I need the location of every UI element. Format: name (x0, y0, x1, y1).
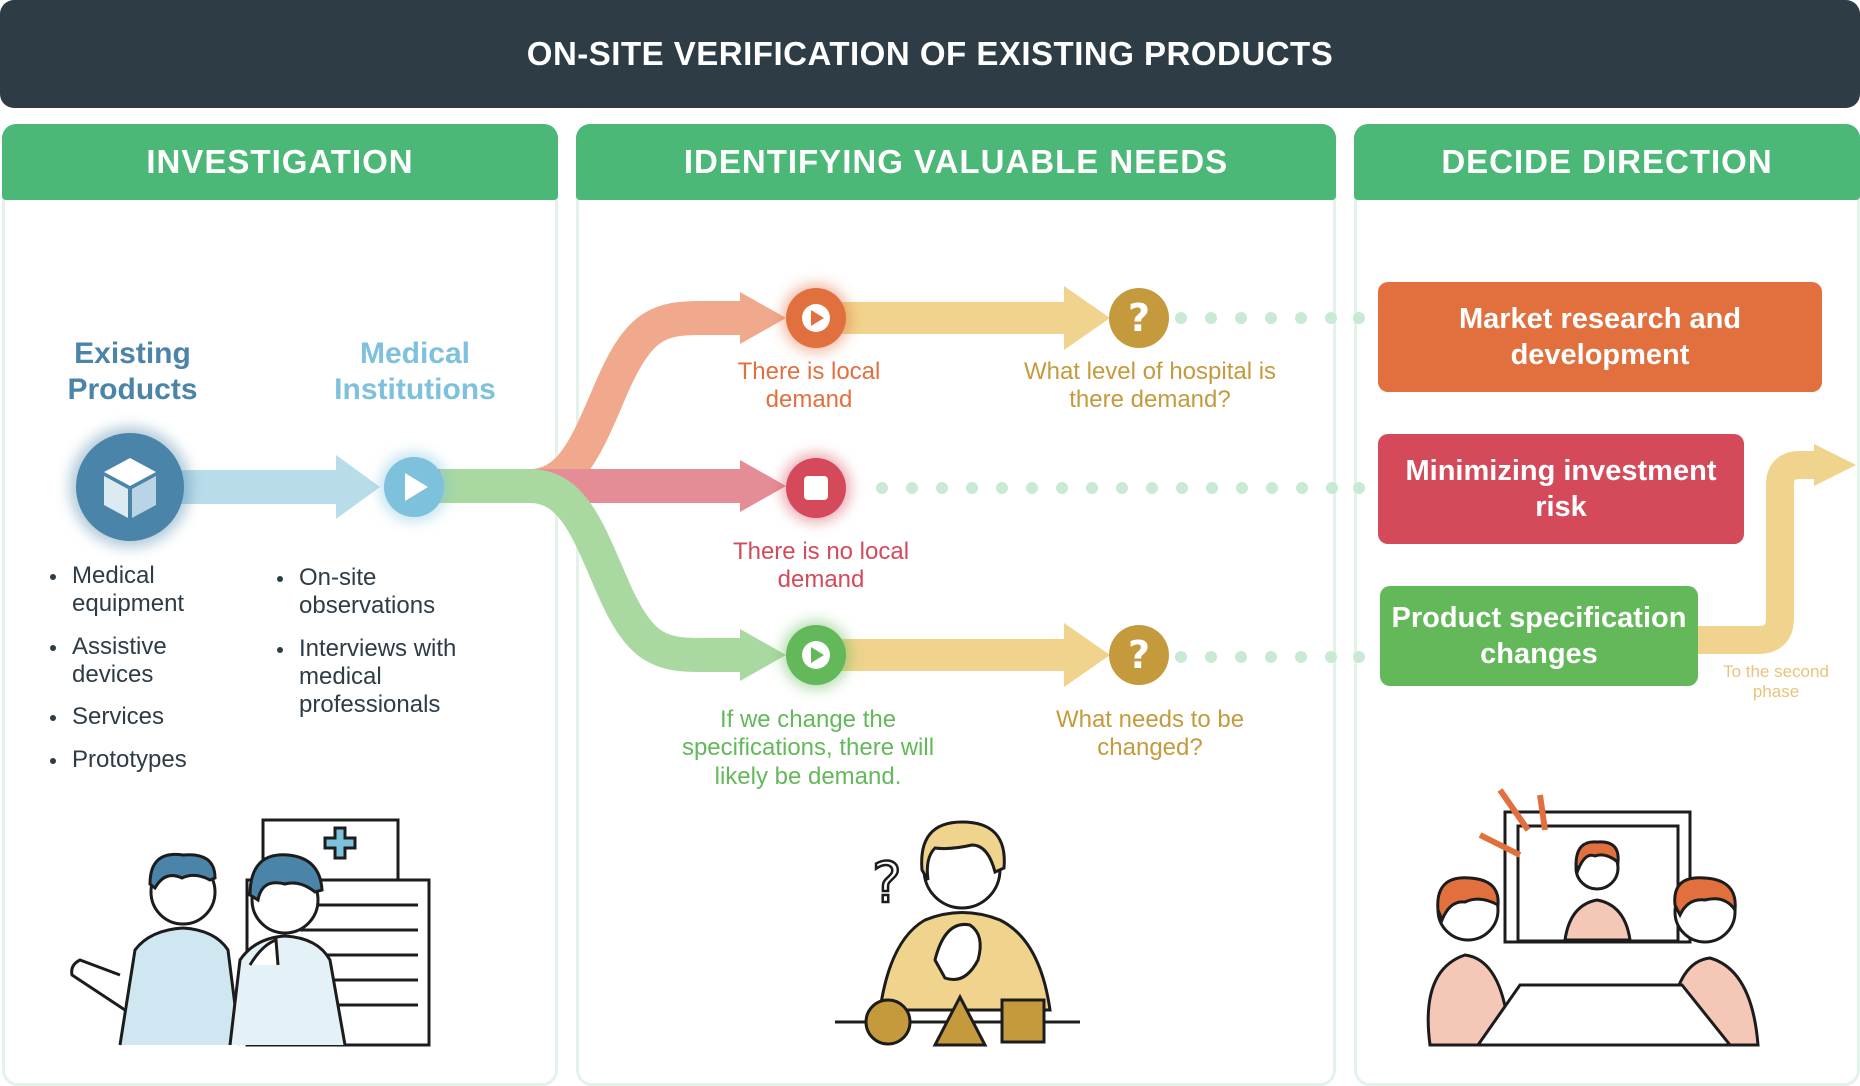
list-item: On-site observations (275, 564, 515, 621)
medical-institutions-node (380, 453, 448, 521)
second-phase-arrowhead (1814, 444, 1856, 486)
local-demand-node (782, 284, 850, 352)
second-phase-note: To the second phase (1723, 662, 1829, 701)
yellow-arrow-bottom (840, 623, 1110, 687)
medical-institutions-list: On-site observations Interviews with med… (275, 564, 515, 734)
branch-orange-arrowhead (740, 292, 786, 344)
list-item: Services (48, 703, 248, 731)
local-demand-label: There is local demand (737, 358, 881, 414)
existing-products-node (70, 427, 190, 547)
dotted-connector-middle (876, 482, 1365, 494)
branch-red-arrowhead (740, 460, 786, 512)
list-item: Interviews with medical professionals (275, 635, 515, 720)
second-phase-arrow (1698, 451, 1818, 654)
meeting-illustration (1426, 788, 1760, 1047)
investigation-arrow (180, 455, 380, 519)
yellow-arrow-top (840, 286, 1110, 350)
question-icon: ? (1128, 296, 1150, 340)
medical-institutions-label: Medical Institutions (334, 337, 496, 406)
play-icon (811, 647, 824, 663)
branch-green-arrowhead (740, 629, 786, 681)
question-mark-icon: ? (872, 851, 902, 916)
triangle-shape-icon (932, 993, 988, 1047)
change-specs-node (782, 621, 850, 689)
medical-cross-icon (323, 826, 357, 860)
investigation-illustration (70, 818, 431, 1047)
list-item: Medical equipment (48, 562, 248, 619)
hospital-question-node: ? (1109, 288, 1169, 348)
branch-green-curve (528, 469, 745, 672)
what-changed-question-label: What needs to be changed? (1055, 706, 1245, 762)
minimizing-risk-box: Minimizing investment risk (1378, 434, 1744, 544)
dotted-connector-bottom (1175, 651, 1365, 663)
list-item: Assistive devices (48, 633, 248, 690)
spec-changes-box: Product specification changes (1380, 586, 1698, 686)
question-icon: ? (1128, 633, 1150, 677)
needs-header: IDENTIFYING VALUABLE NEEDS (576, 124, 1336, 200)
stop-icon (804, 476, 828, 500)
change-specs-label: If we change the specifications, there w… (681, 706, 935, 790)
play-icon (811, 310, 824, 326)
existing-products-list: Medical equipment Assistive devices Serv… (48, 562, 248, 788)
hospital-level-question-label: What level of hospital is there demand? (1023, 358, 1277, 414)
play-icon (405, 473, 428, 501)
changes-question-node: ? (1109, 625, 1169, 685)
dotted-connector-top (1175, 312, 1365, 324)
page-title: ON-SITE VERIFICATION OF EXISTING PRODUCT… (0, 0, 1860, 108)
square-shape-icon (1000, 998, 1046, 1044)
list-item: Prototypes (48, 746, 248, 774)
circle-shape-icon (864, 998, 912, 1046)
investigation-header: INVESTIGATION (2, 124, 558, 200)
cube-icon (104, 458, 156, 518)
market-research-box: Market research and development (1378, 282, 1822, 392)
direction-header: DECIDE DIRECTION (1354, 124, 1860, 200)
thinking-illustration: ? (835, 820, 1080, 1047)
no-local-demand-label: There is no local demand (732, 538, 910, 594)
no-local-demand-node (782, 454, 850, 522)
existing-products-label: Existing Products (67, 337, 198, 406)
